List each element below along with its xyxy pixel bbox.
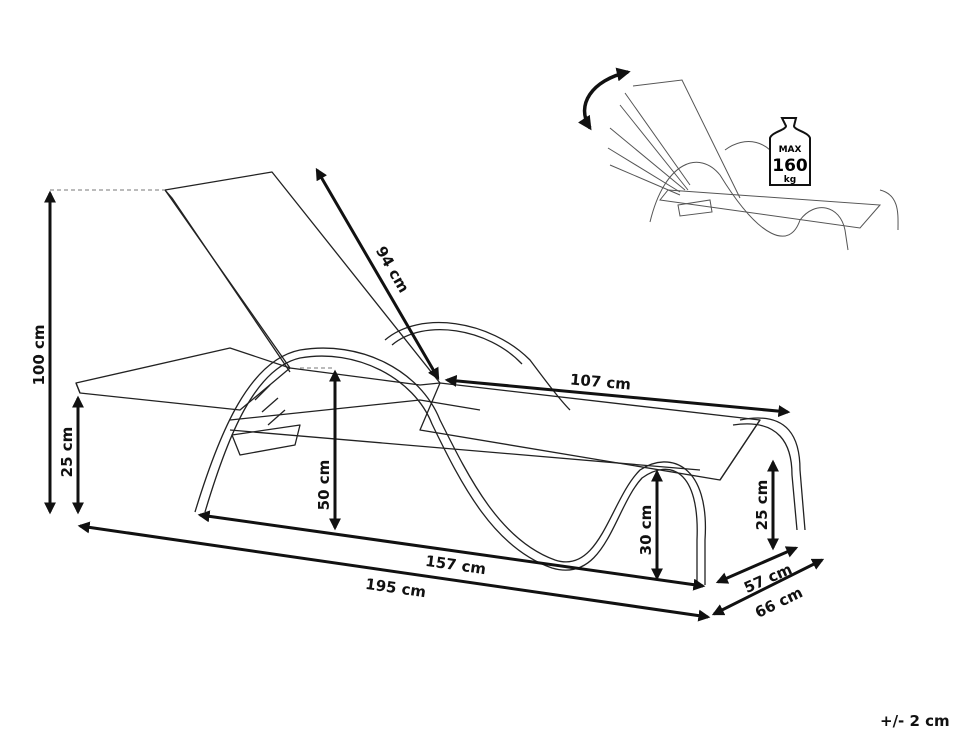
label-107cm: 107 cm (569, 370, 631, 393)
label-30cm: 30 cm (637, 505, 655, 556)
adjustable-backrest-inset (578, 67, 899, 251)
rotate-arrow-icon (578, 67, 631, 131)
width-66-line (711, 558, 825, 616)
label-50cm: 50 cm (315, 460, 333, 511)
label-25cm-right: 25 cm (753, 480, 771, 531)
label-25cm-left: 25 cm (58, 427, 76, 478)
label-157cm: 157 cm (424, 552, 487, 578)
sun-lounger-drawing (75, 171, 806, 585)
label-94cm: 94 cm (372, 243, 413, 296)
label-100cm: 100 cm (30, 324, 48, 385)
backrest-94-line (315, 167, 440, 381)
max-unit: kg (784, 175, 796, 185)
tolerance-note: +/- 2 cm (880, 712, 950, 730)
seat-107-line (444, 374, 791, 418)
max-weight-icon: MAX 160 kg (769, 117, 811, 186)
length-157-line (197, 510, 706, 591)
length-195-line (77, 521, 711, 622)
max-label: MAX (779, 145, 802, 155)
max-value: 160 (772, 156, 808, 176)
label-195cm: 195 cm (364, 575, 427, 601)
